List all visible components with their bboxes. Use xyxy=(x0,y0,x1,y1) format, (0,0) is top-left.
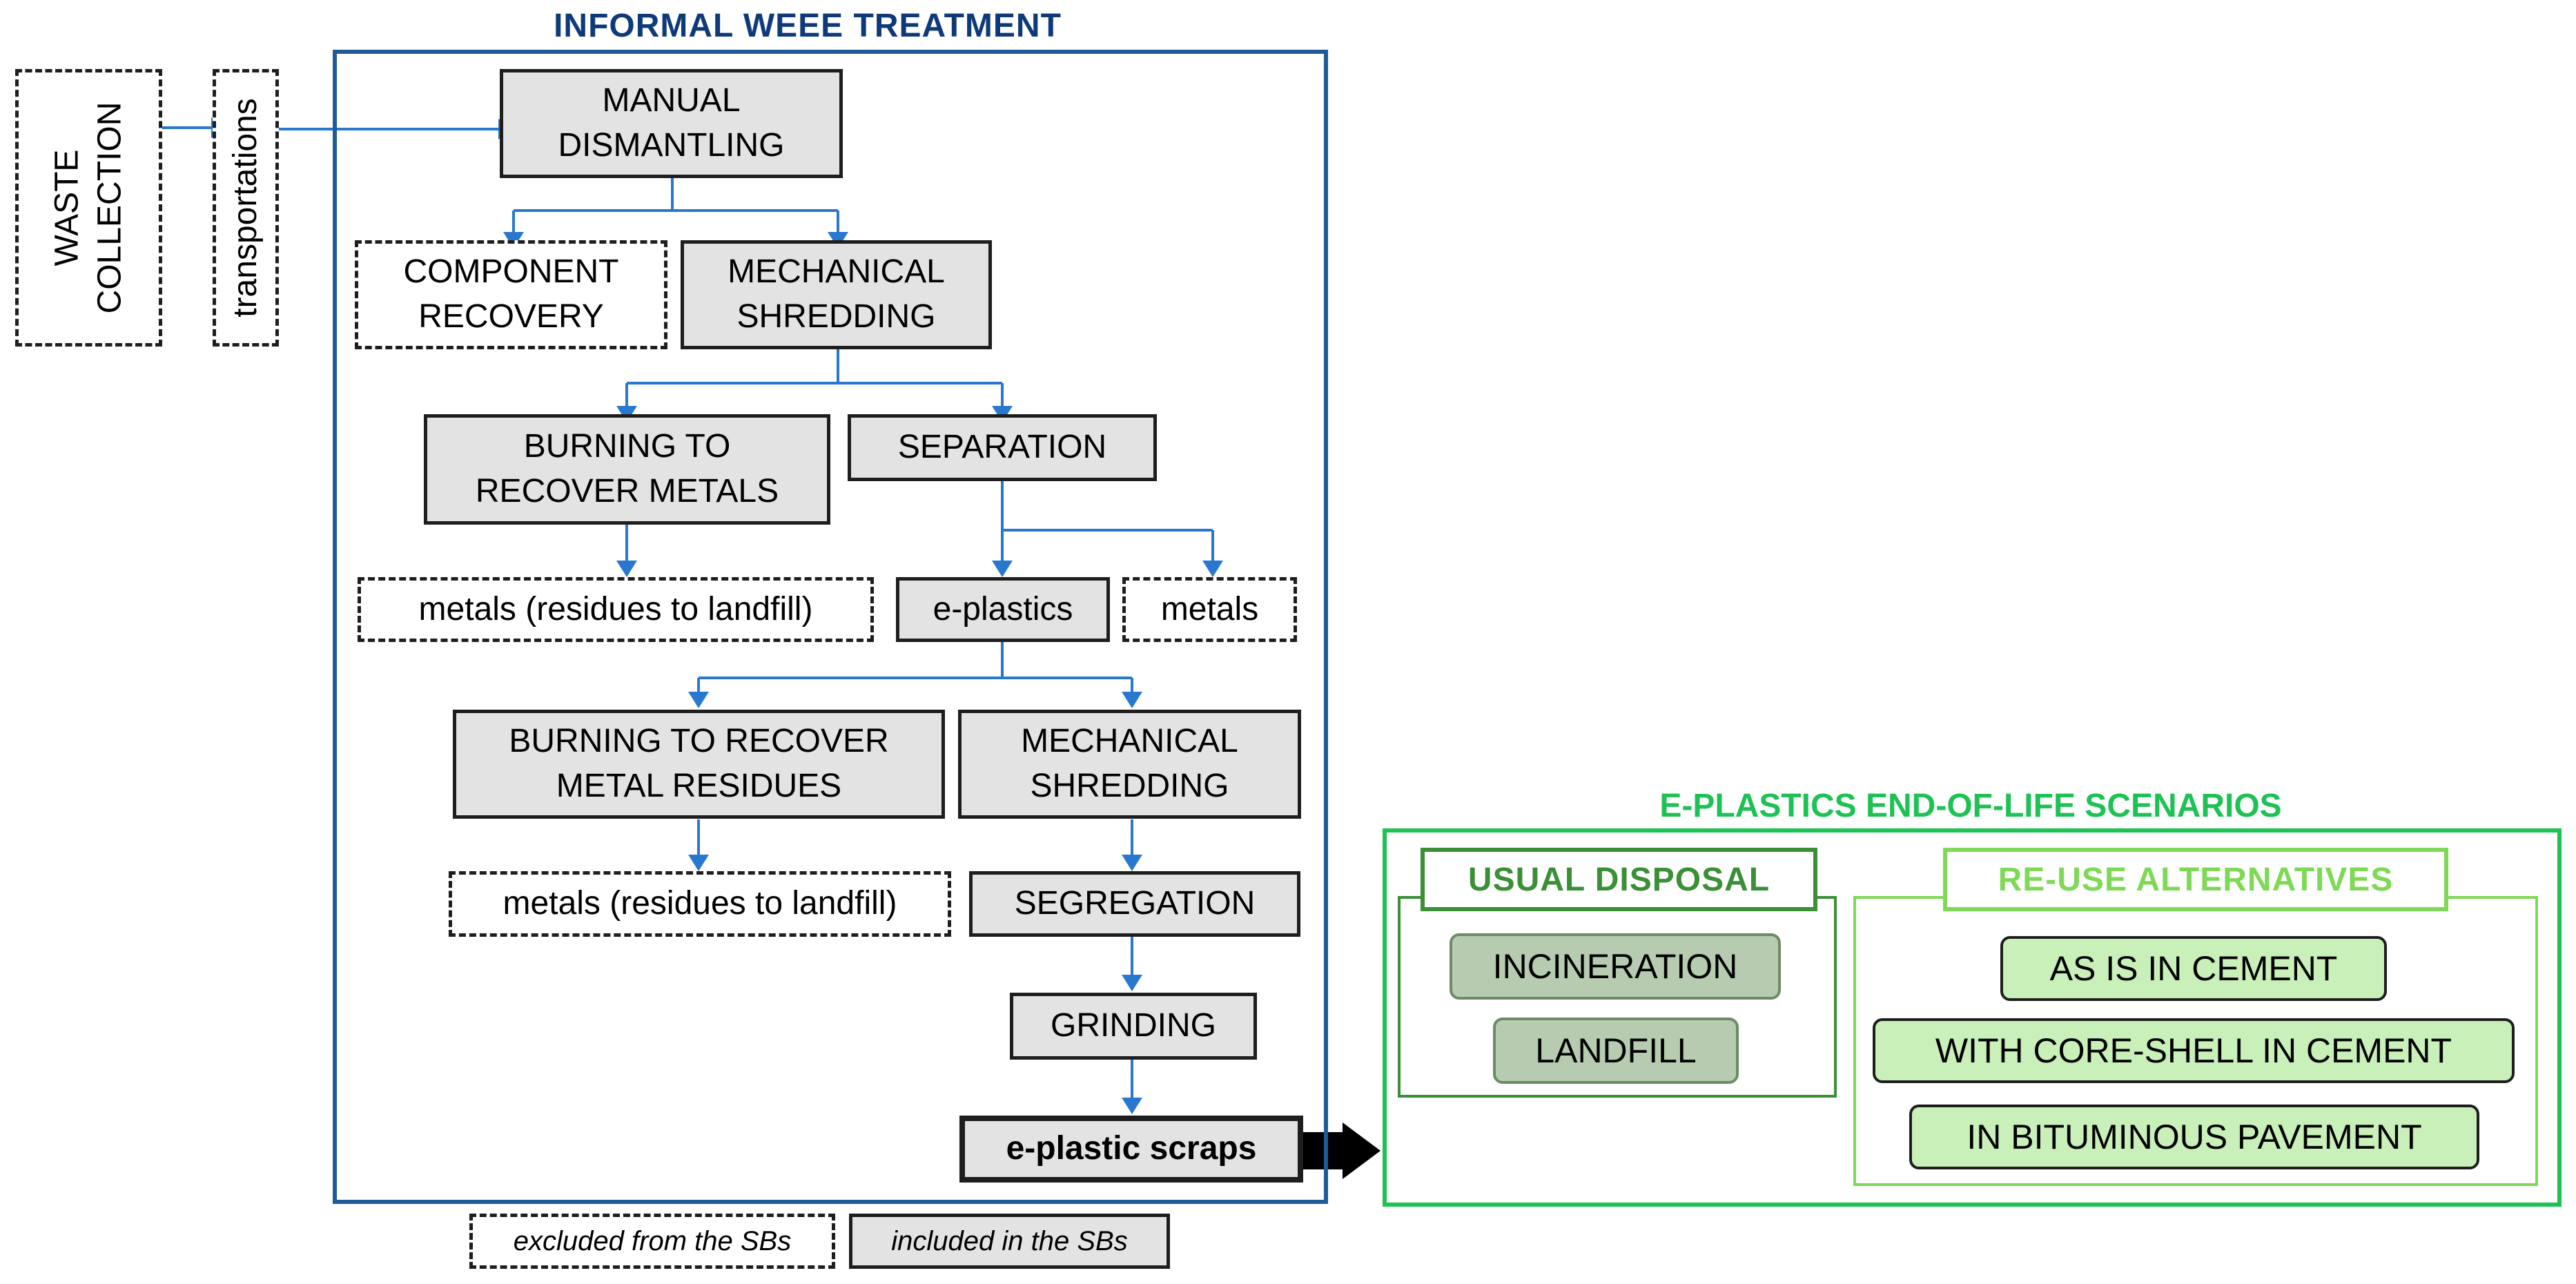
segregation-box: SEGREGATION xyxy=(969,871,1300,937)
as-is-in-cement-item: AS IS IN CEMENT xyxy=(2000,936,2387,1001)
burning-recover-residues-box: BURNING TO RECOVER METAL RESIDUES xyxy=(453,710,945,819)
metals-residues-box-1: metals (residues to landfill) xyxy=(358,577,874,642)
big-arrow-to-scenarios xyxy=(1303,1122,1380,1179)
mechanical-shredding-box-1: MECHANICAL SHREDDING xyxy=(681,240,992,349)
metals-box: metals xyxy=(1122,577,1297,642)
waste-collection-box: WASTE COLLECTION xyxy=(15,69,162,347)
bituminous-pavement-item: IN BITUMINOUS PAVEMENT xyxy=(1909,1105,2479,1169)
waste-collection-label: WASTE COLLECTION xyxy=(48,101,128,314)
informal-weee-title: INFORMAL WEEE TREATMENT xyxy=(554,8,1062,44)
landfill-item: LANDFILL xyxy=(1493,1018,1739,1084)
scenarios-title: E-PLASTICS END-OF-LIFE SCENARIOS xyxy=(1659,788,2282,824)
legend-included: included in the SBs xyxy=(849,1214,1170,1269)
e-plastics-box: e-plastics xyxy=(896,577,1110,642)
incineration-item: INCINERATION xyxy=(1450,933,1781,1000)
informal-weee-frame xyxy=(333,50,1328,1204)
reuse-alternatives-title: RE-USE ALTERNATIVES xyxy=(1943,848,2448,911)
transportations-box: transportations xyxy=(213,69,279,347)
component-recovery-box: COMPONENT RECOVERY xyxy=(355,240,667,349)
mechanical-shredding-box-2: MECHANICAL SHREDDING xyxy=(958,710,1301,819)
scenarios-frame xyxy=(1383,828,2562,1207)
metals-residues-box-2: metals (residues to landfill) xyxy=(449,871,951,937)
manual-dismantling-box: MANUAL DISMANTLING xyxy=(500,69,843,178)
usual-disposal-title: USUAL DISPOSAL xyxy=(1421,848,1817,911)
grinding-box: GRINDING xyxy=(1010,993,1257,1060)
transportations-label: transportations xyxy=(226,98,264,318)
burning-recover-metals-box: BURNING TO RECOVER METALS xyxy=(424,414,830,525)
e-plastic-scraps-box: e-plastic scraps xyxy=(959,1116,1303,1183)
separation-box: SEPARATION xyxy=(848,414,1157,481)
legend-excluded: excluded from the SBs xyxy=(469,1214,835,1269)
core-shell-in-cement-item: WITH CORE-SHELL IN CEMENT xyxy=(1873,1018,2515,1083)
